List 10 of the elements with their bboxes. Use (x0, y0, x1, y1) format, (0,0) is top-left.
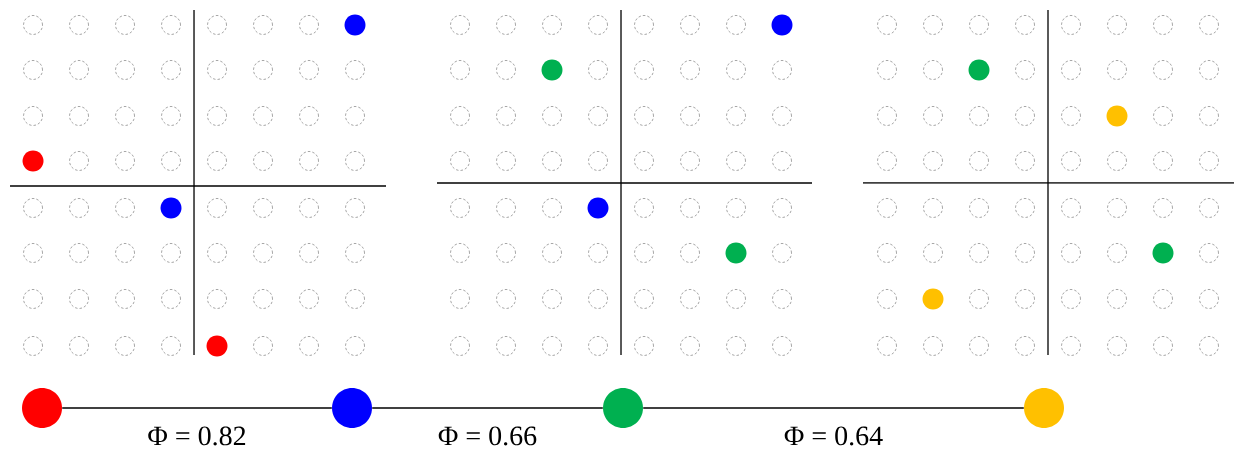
connector-line (61, 407, 333, 409)
dot (332, 388, 372, 428)
edge-label: Φ = 0.82 (148, 426, 246, 446)
edge-label: Φ = 0.64 (784, 426, 883, 446)
connector-line (642, 407, 1025, 409)
dot (1024, 388, 1064, 428)
dot (22, 388, 62, 428)
dot (603, 388, 643, 428)
connector-line (371, 407, 604, 409)
edge-label: Φ = 0.66 (438, 426, 537, 446)
